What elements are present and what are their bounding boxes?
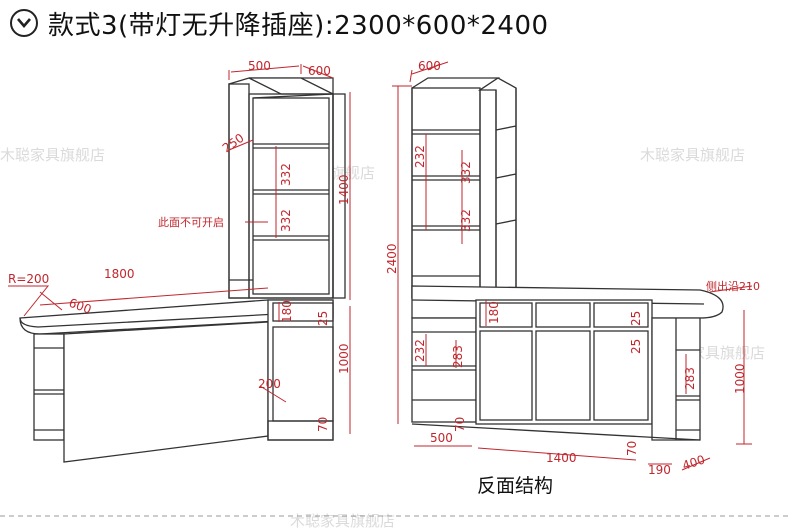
dim-top-thickness: 25 <box>316 311 330 326</box>
dim-length: 1400 <box>546 451 577 465</box>
dim-shelf-b: 332 <box>459 161 473 184</box>
dim-end-400: 400 <box>681 452 707 472</box>
dim-top-depth: 600 <box>308 64 331 78</box>
dim-side-1000: 1000 <box>733 363 747 394</box>
dim-total-height: 2400 <box>385 243 399 274</box>
watermark: 木聪家具旗舰店 <box>290 512 395 528</box>
dim-side-283: 283 <box>683 367 697 390</box>
dim-top-depth: 600 <box>418 59 441 73</box>
dim-counter-length: 1800 <box>104 267 135 281</box>
page-title: 款式3(带灯无升降插座):2300*600*2400 <box>48 10 549 41</box>
dim-side-width: 500 <box>430 431 453 445</box>
dim-top-width: 500 <box>248 59 271 73</box>
dim-top-thickness-1: 25 <box>629 311 643 326</box>
header: 款式3(带灯无升降插座):2300*600*2400 <box>10 6 549 41</box>
dim-lower-b: 283 <box>451 345 465 368</box>
dim-kick-2: 70 <box>625 441 639 456</box>
watermark: 木聪家具旗舰店 <box>640 146 745 164</box>
dim-top-thickness-2: 25 <box>629 339 643 354</box>
dim-kick: 70 <box>453 417 467 432</box>
dim-lower-a: 232 <box>413 339 427 362</box>
dim-counter-depth: 600 <box>67 296 93 317</box>
dim-shelf-gap-1: 332 <box>279 163 293 186</box>
dim-tower-height: 1400 <box>337 174 351 205</box>
watermark: 木聪家具旗舰店 <box>0 146 105 164</box>
note-side-overhang: 侧出沿210 <box>706 279 760 293</box>
dim-shelf-gap-2: 332 <box>279 209 293 232</box>
dim-cabinet-depth: 200 <box>258 377 281 391</box>
dim-radius: R=200 <box>8 272 49 286</box>
front-view: 500 600 250 332 332 1400 1800 600 R=200 … <box>8 59 351 463</box>
back-view: 600 232 332 332 2400 180 25 25 232 283 2… <box>385 59 760 477</box>
dim-drawer-height: 180 <box>487 301 501 324</box>
dim-base-height: 1000 <box>337 343 351 374</box>
dim-shelf-c: 332 <box>459 209 473 232</box>
note-not-openable: 此面不可开启 <box>158 216 224 229</box>
dim-shelf-a: 232 <box>413 145 427 168</box>
dim-kick: 70 <box>316 417 330 432</box>
caption: 反面结构 <box>477 475 553 497</box>
chevron-down-circle-icon <box>10 9 38 37</box>
dim-drawer-height: 180 <box>280 300 294 323</box>
dim-end-190: 190 <box>648 463 671 477</box>
